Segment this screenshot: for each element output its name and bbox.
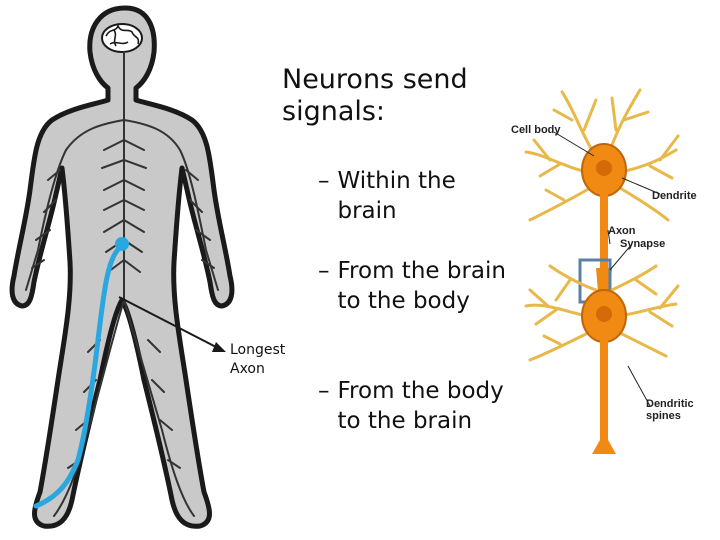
bullet-item: – From the body to the brain — [318, 376, 508, 436]
bullet-dash: – — [318, 378, 330, 404]
upper-neuron-axon — [596, 194, 612, 292]
axon-pointer-arrow — [118, 296, 226, 352]
cell-body-label: Cell body — [511, 124, 561, 136]
bullet-text: From the brain to the body — [337, 258, 506, 314]
lower-neuron-cell-body — [581, 289, 627, 343]
dendrite-label: Dendrite — [652, 190, 697, 202]
bullet-text: Within the brain — [337, 168, 456, 224]
body-silhouette — [9, 5, 235, 529]
nervous-system-body-diagram — [9, 5, 235, 529]
bullet-item: – From the brain to the body — [318, 256, 508, 316]
label-leader-lines — [553, 131, 661, 407]
dendritic-spines-label: Dendritic spines — [646, 398, 694, 422]
lower-neuron-dendrites — [524, 264, 680, 362]
upper-neuron-cell-body — [581, 143, 627, 197]
bullet-item: – Within the brain — [318, 166, 508, 226]
longest-axon-label: Longest Axon — [230, 342, 286, 377]
lower-neuron-axon — [592, 340, 616, 454]
slide-title: Neurons send signals: — [282, 64, 468, 127]
bullet-dash: – — [318, 168, 330, 194]
neuron-diagram — [524, 88, 680, 454]
bullet-dash: – — [318, 258, 330, 284]
bullet-text: From the body to the brain — [337, 378, 504, 434]
brain — [101, 23, 143, 53]
synapse-label: Synapse — [620, 238, 666, 250]
axon-neuron-label: Axon — [608, 225, 636, 237]
longest-axon-highlight — [33, 237, 129, 509]
